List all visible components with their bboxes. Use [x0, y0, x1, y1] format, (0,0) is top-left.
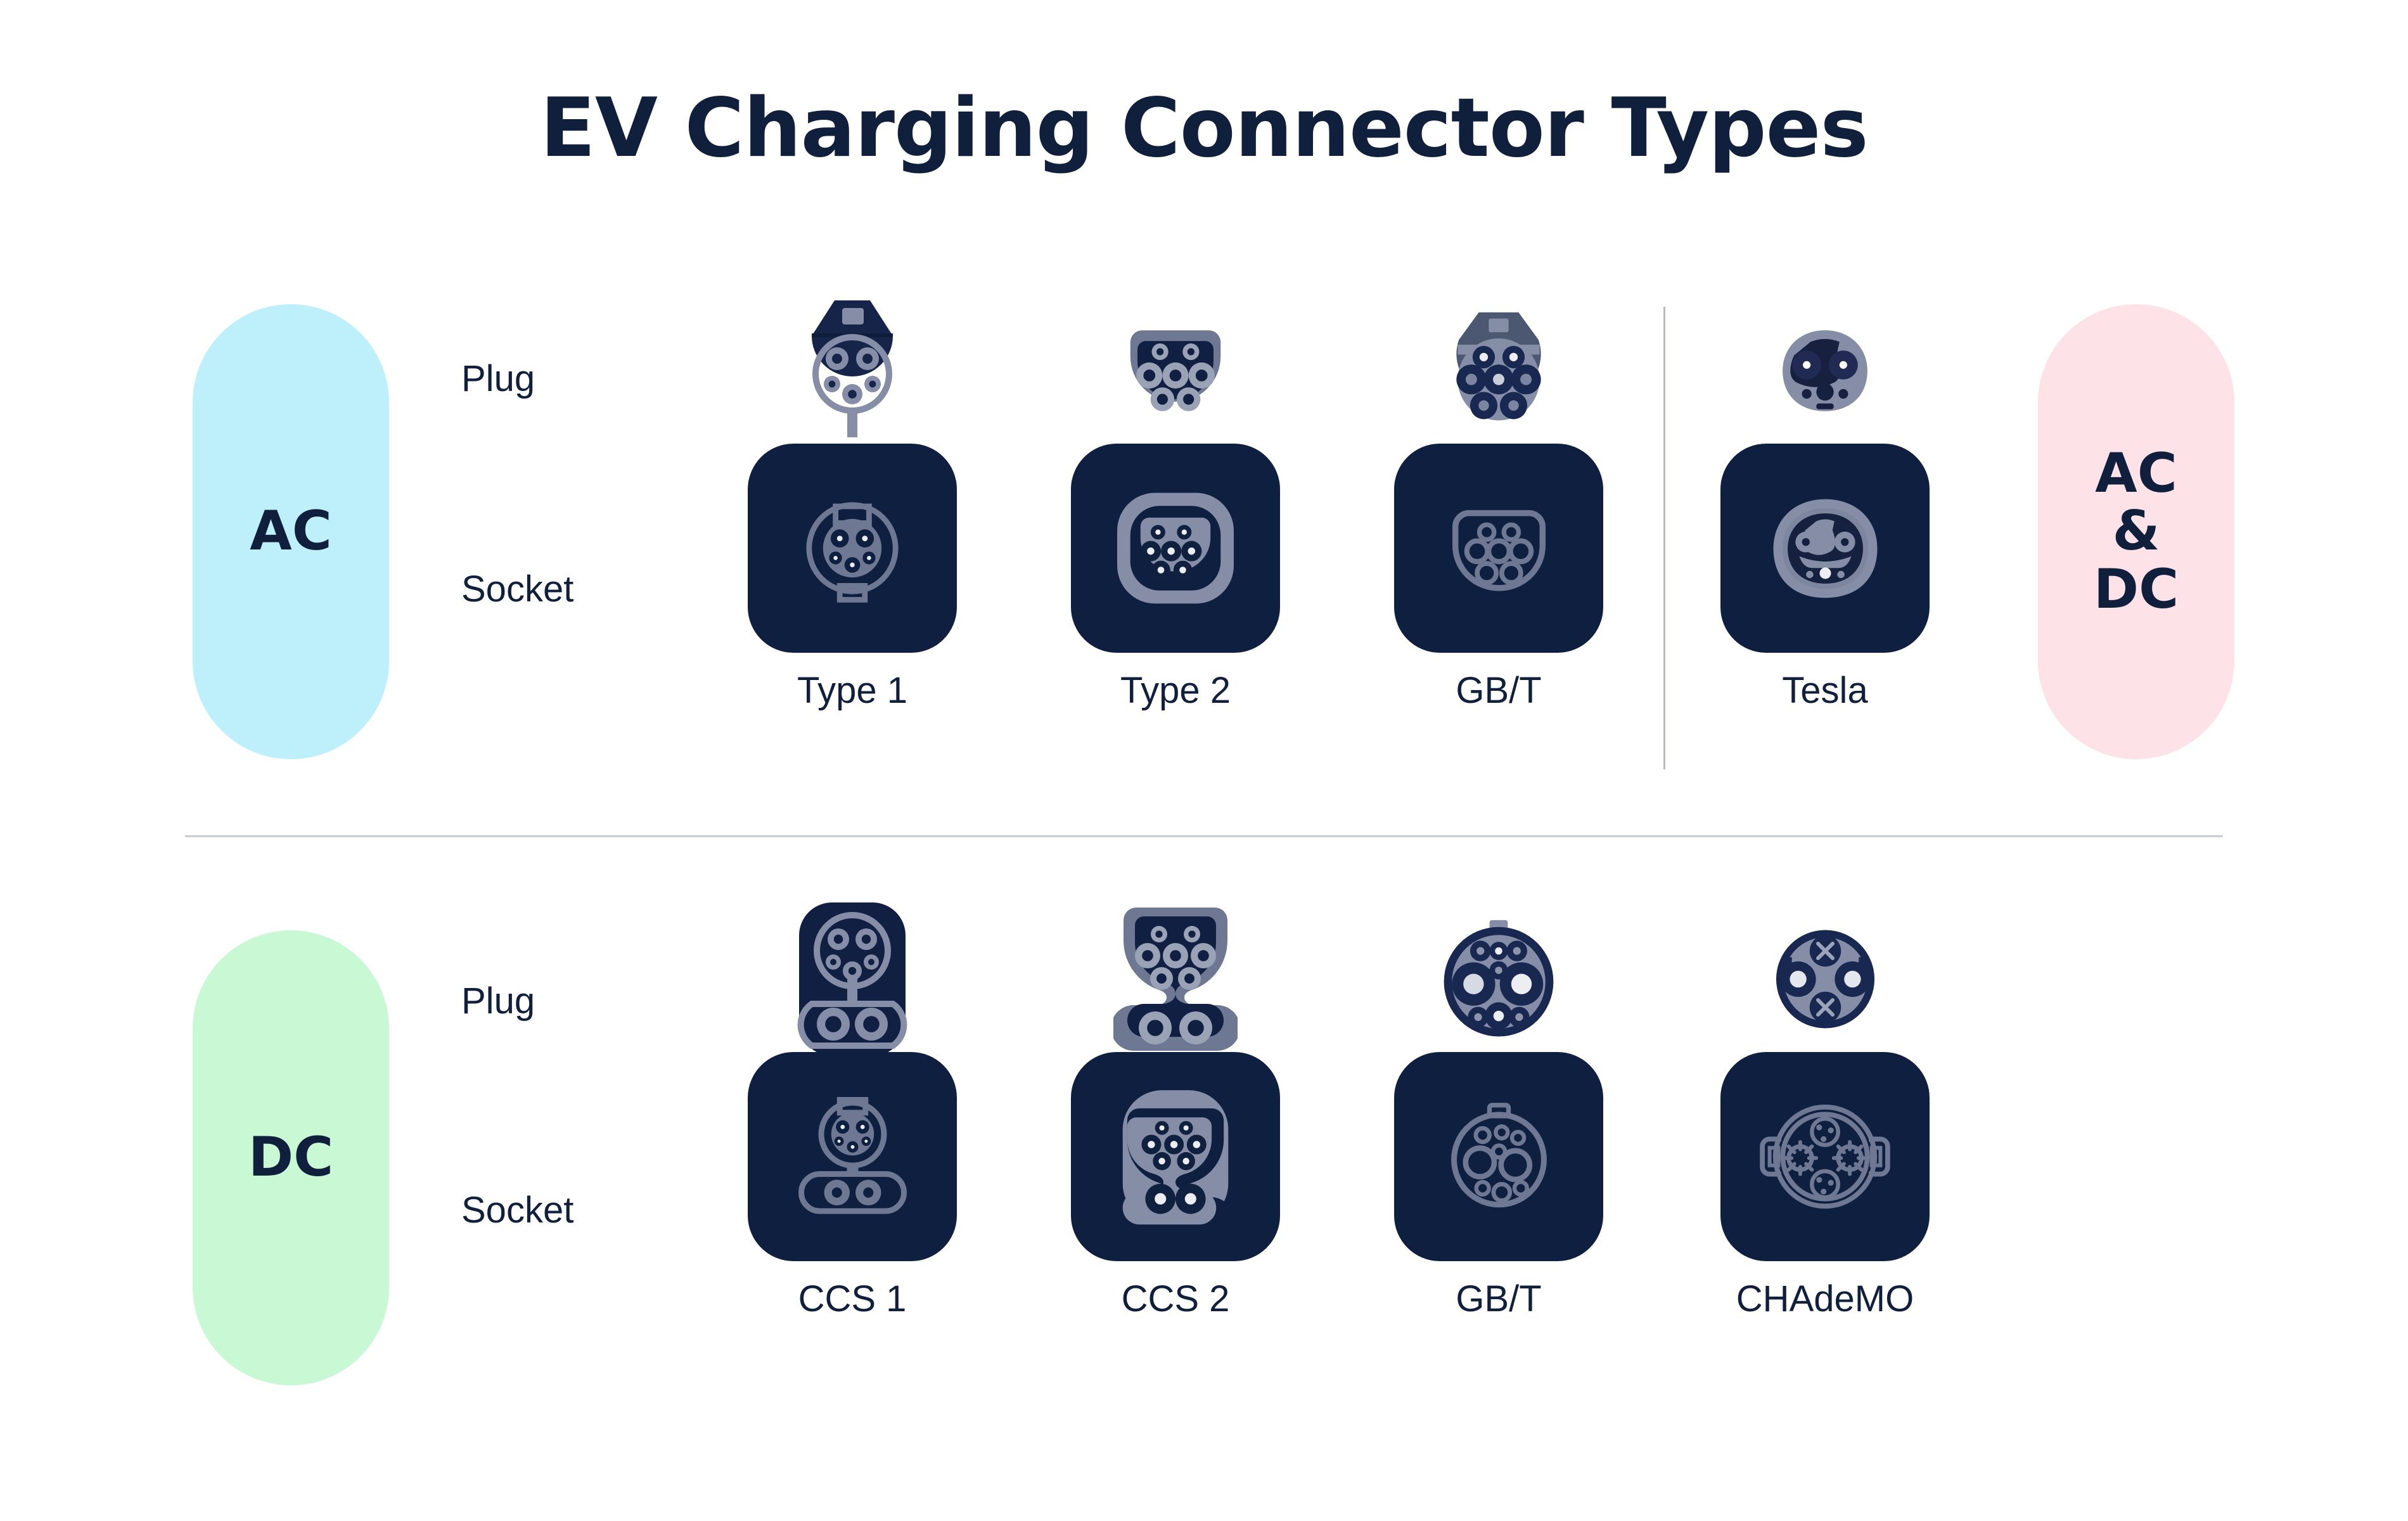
gbt-dc-plug-icon [1444, 920, 1554, 1036]
chademo-socket-tile [1720, 1052, 1930, 1261]
ccs2-socket-tile [1071, 1052, 1280, 1261]
connector-column-chademo: CHAdeMO [1705, 906, 1945, 1320]
ccs1-plug-icon [797, 902, 907, 1056]
badge-acdc-line3: DC [2093, 557, 2179, 621]
badge-acdc-line1: AC [2095, 442, 2177, 506]
gbt-dc-socket-icon [1451, 1102, 1547, 1207]
connector-name-type1: Type 1 [797, 670, 908, 711]
connector-name-type2: Type 2 [1120, 670, 1231, 711]
ccs2-socket-icon [1118, 1090, 1233, 1232]
vertical-divider-tesla [1663, 307, 1665, 769]
type1-socket-cell [732, 444, 973, 653]
tesla-socket-tile [1720, 444, 1930, 653]
gbt-ac-socket-icon [1452, 510, 1546, 591]
gbt-dc-plug-cell [1378, 906, 1619, 1052]
connector-column-tesla: Tesla [1705, 298, 1945, 712]
connector-name-gbt-dc: GB/T [1456, 1278, 1542, 1319]
chademo-plug-cell [1705, 906, 1945, 1052]
ccs1-socket-cell [732, 1052, 973, 1261]
type1-socket-icon [806, 502, 899, 603]
connector-name-gbt-ac: GB/T [1456, 670, 1542, 711]
ccs1-socket-icon [798, 1096, 907, 1214]
connector-column-ccs2: CCS 2 [1055, 906, 1296, 1320]
row-label-plug-ac: Plug [461, 358, 535, 399]
type1-plug-icon [812, 300, 893, 437]
horizontal-divider-ac-dc [185, 835, 2223, 837]
ccs2-plug-cell [1055, 906, 1296, 1052]
badge-ac: AC [193, 304, 389, 759]
connector-column-type1: Type 1 [732, 298, 973, 712]
connector-name-ccs2: CCS 2 [1121, 1278, 1230, 1319]
tesla-plug-icon [1783, 330, 1867, 411]
tesla-plug-cell [1705, 298, 1945, 444]
row-label-plug-dc: Plug [461, 980, 535, 1022]
tesla-socket-cell [1705, 444, 1945, 653]
connector-name-chademo: CHAdeMO [1736, 1278, 1914, 1319]
type1-plug-cell [732, 298, 973, 444]
ccs1-plug-cell [732, 902, 973, 1056]
chademo-socket-icon [1760, 1104, 1890, 1209]
ccs2-plug-icon [1113, 908, 1238, 1051]
type2-socket-cell [1055, 444, 1296, 653]
connector-column-gbt-ac: GB/T [1378, 298, 1619, 712]
ccs2-socket-cell [1055, 1052, 1296, 1261]
badge-acdc-line2: & [2112, 499, 2160, 563]
gbt-dc-socket-cell [1378, 1052, 1619, 1261]
badge-dc-label: DC [248, 1126, 334, 1190]
type2-socket-tile [1071, 444, 1280, 653]
gbt-ac-socket-cell [1378, 444, 1619, 653]
chademo-socket-cell [1705, 1052, 1945, 1261]
gbt-dc-socket-tile [1394, 1052, 1603, 1261]
row-label-socket-ac: Socket [461, 568, 574, 610]
type2-plug-icon [1130, 330, 1221, 411]
gbt-ac-plug-cell [1378, 298, 1619, 444]
ccs1-socket-tile [748, 1052, 957, 1261]
chademo-plug-icon [1776, 930, 1874, 1029]
gbt-ac-plug-icon [1456, 312, 1541, 421]
badge-ac-label: AC [250, 499, 332, 563]
badge-dc: DC [193, 930, 389, 1385]
page-title: EV Charging Connector Types [540, 81, 1868, 176]
connector-name-tesla: Tesla [1782, 670, 1868, 711]
connector-column-type2: Type 2 [1055, 298, 1296, 712]
row-label-socket-dc: Socket [461, 1190, 574, 1231]
type1-socket-tile [748, 444, 957, 653]
gbt-ac-socket-tile [1394, 444, 1603, 653]
type2-plug-cell [1055, 298, 1296, 444]
connector-column-gbt-dc: GB/T [1378, 906, 1619, 1320]
tesla-socket-icon [1773, 499, 1877, 598]
badge-ac-and-dc: AC & DC [2038, 304, 2234, 759]
type2-socket-icon [1117, 492, 1234, 604]
connector-column-ccs1: CCS 1 [732, 902, 973, 1320]
connector-name-ccs1: CCS 1 [798, 1278, 907, 1319]
